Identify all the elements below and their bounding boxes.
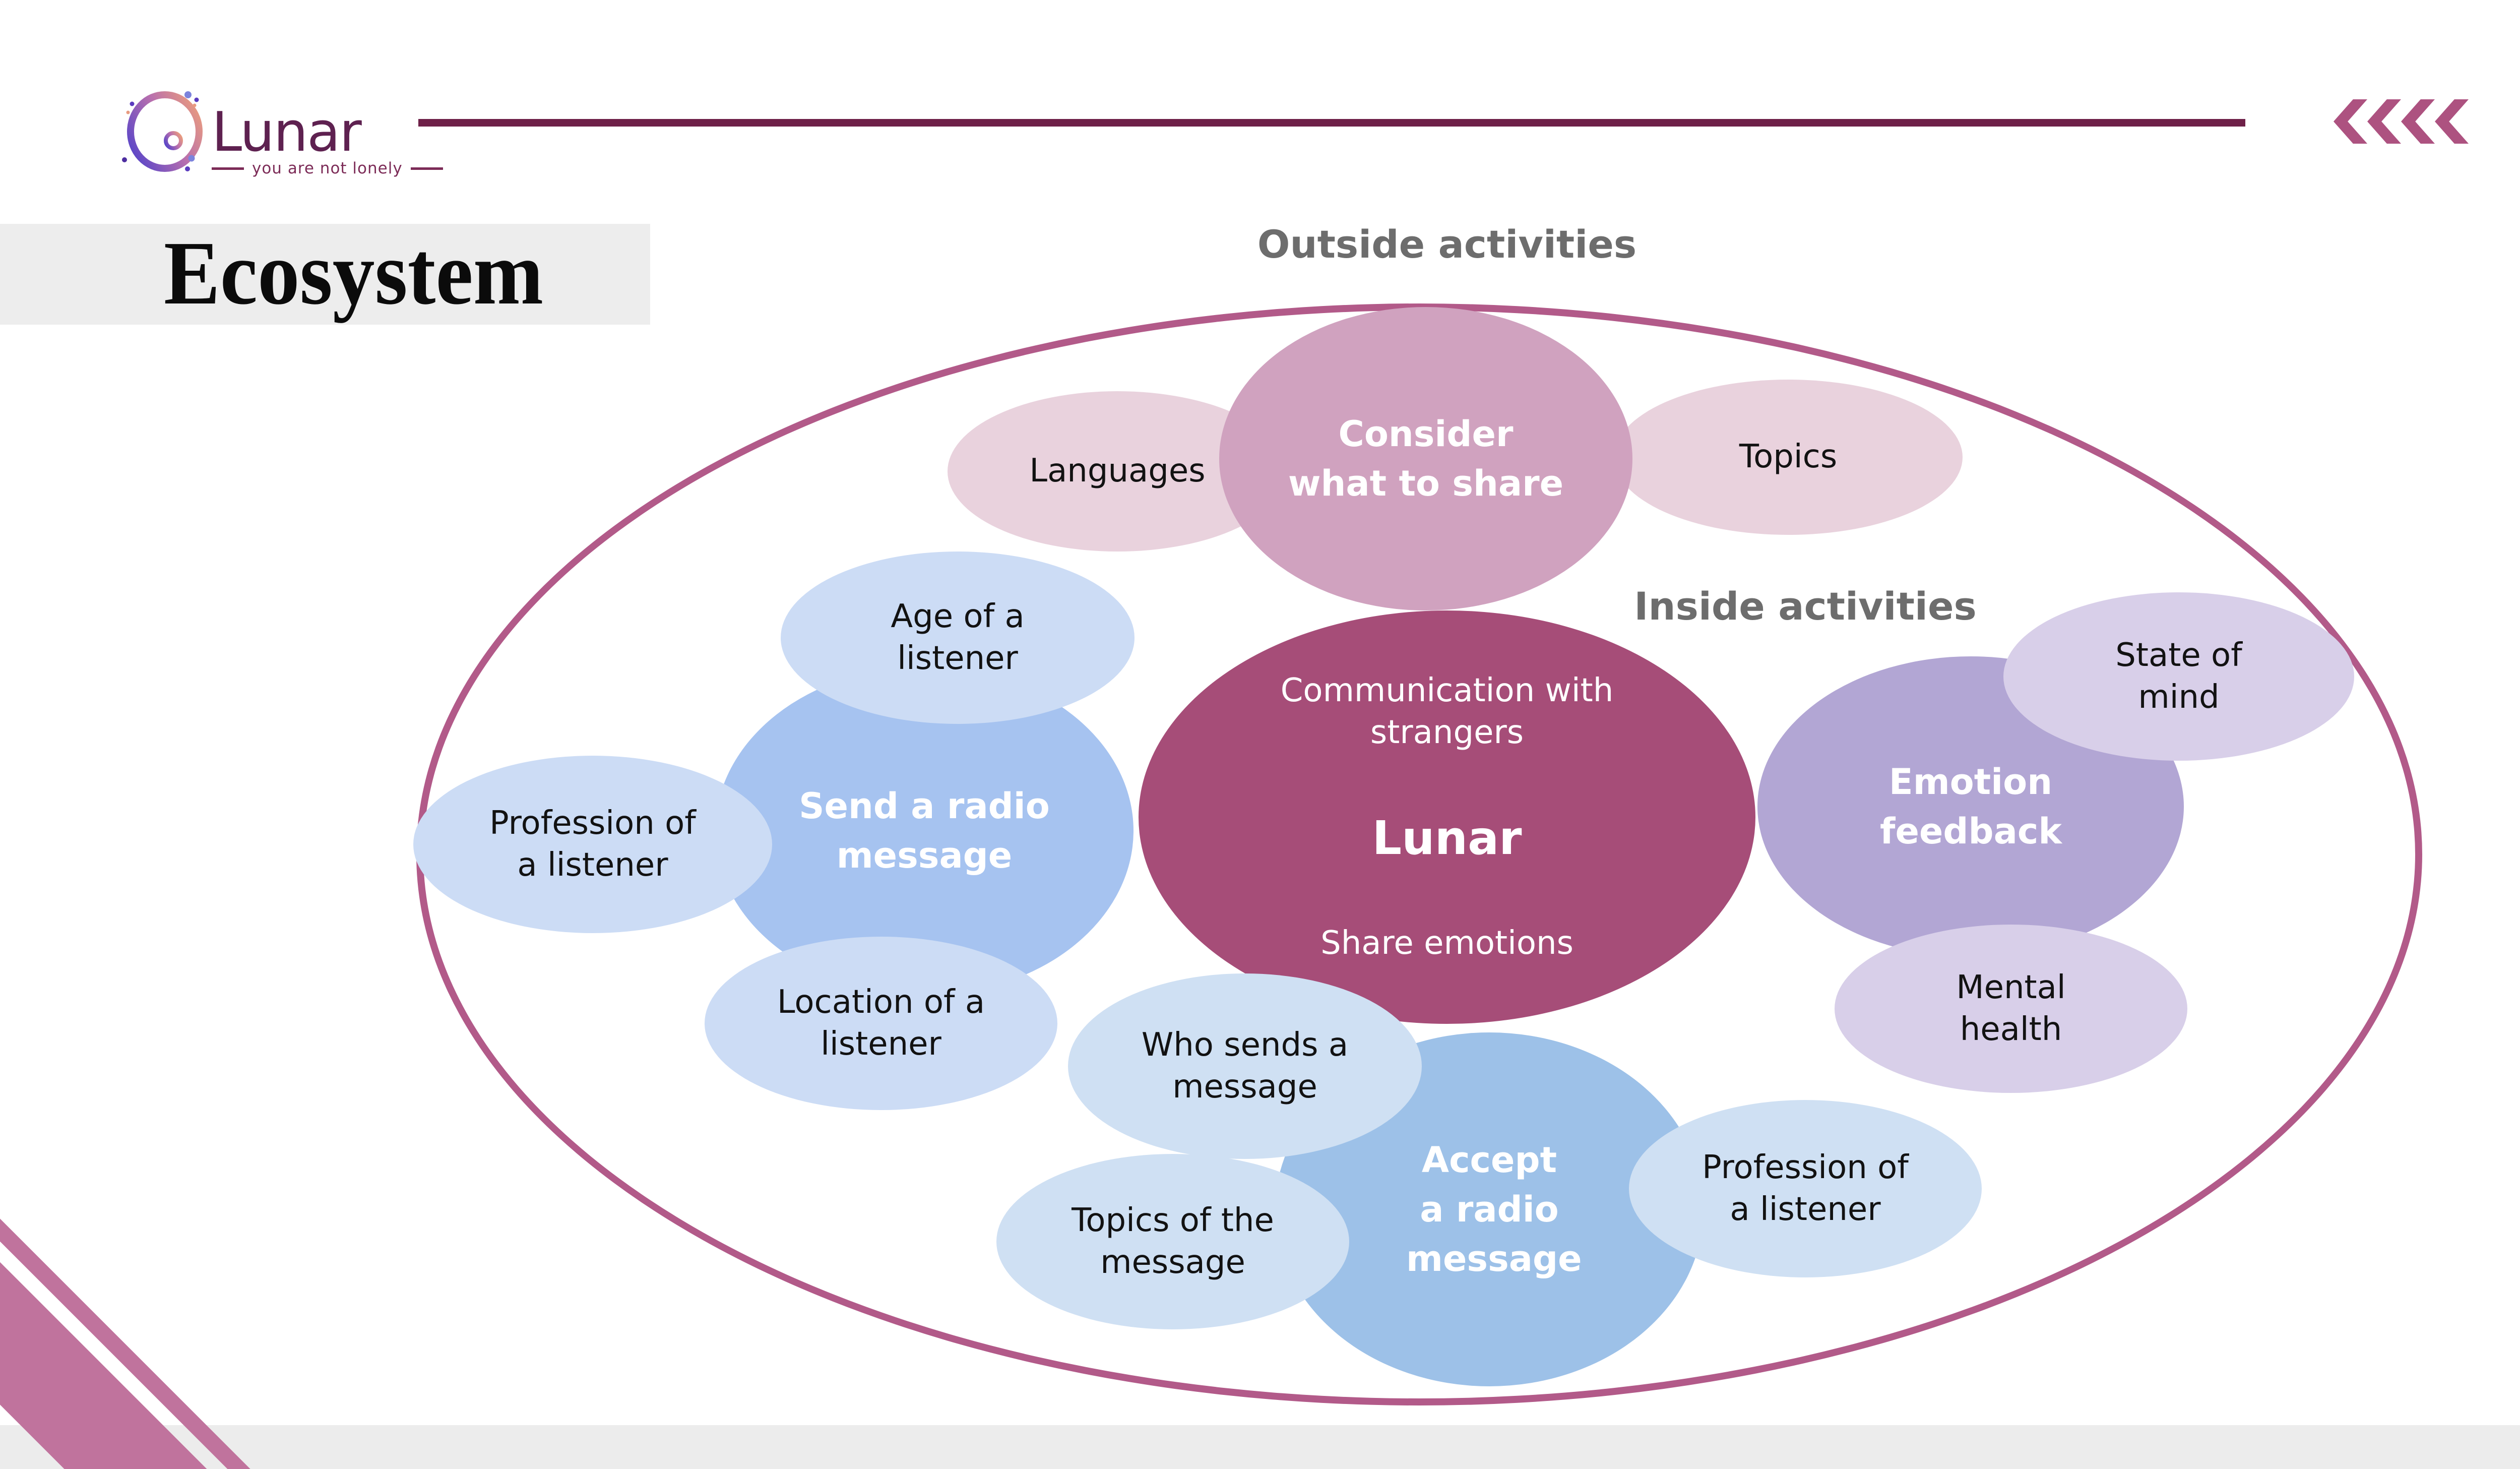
chevron-left-icon	[2401, 99, 2435, 144]
brand-name: Lunar	[212, 101, 362, 164]
bubble-label: Languages	[1029, 452, 1206, 490]
bubble-label: Age of a listener	[891, 597, 1025, 677]
chevron-left-icon	[2435, 99, 2469, 144]
tagline-dash	[212, 167, 244, 170]
bubble-label: Who sends a message	[1141, 1026, 1349, 1106]
page-title: Ecosystem	[164, 223, 544, 323]
brand-tagline: you are not lonely	[212, 159, 443, 177]
bottom-bar	[0, 1425, 2520, 1469]
bubble-label: Topics	[1739, 438, 1838, 476]
bubble-label: Topics of the message	[1072, 1201, 1274, 1281]
chevrons-decoration	[2334, 99, 2469, 144]
bubble-profession-of-listener-right: Profession of a listener	[1629, 1100, 1982, 1277]
outside-activities-label: Outside activities	[1257, 222, 1637, 267]
bubble-consider-what-to-share: Consider what to share	[1219, 307, 1632, 610]
header-divider-line	[418, 119, 2245, 127]
center-top-label: Communication with strangers	[1280, 672, 1614, 752]
bubble-who-sends-message: Who sends a message	[1068, 973, 1422, 1159]
bubble-lunar-center: Communication with strangers Lunar Share…	[1139, 610, 1755, 1024]
bubble-age-of-listener: Age of a listener	[781, 552, 1135, 724]
bubble-label: Profession of a listener	[1702, 1148, 1909, 1228]
tagline-text: you are not lonely	[252, 159, 403, 177]
bubble-topics: Topics	[1614, 380, 1963, 535]
bubble-mental-health: Mental health	[1835, 925, 2187, 1093]
bubble-label: Emotion feedback	[1880, 761, 2062, 852]
title-banner: Ecosystem	[0, 224, 650, 325]
bubble-label: Consider what to share	[1288, 413, 1564, 504]
bubble-topics-of-message: Topics of the message	[996, 1154, 1349, 1329]
bubble-label: Profession of a listener	[489, 804, 696, 884]
chevron-left-icon	[2334, 99, 2367, 144]
bubble-state-of-mind: State of mind	[2003, 592, 2354, 761]
tagline-dash	[410, 167, 443, 170]
bubble-label: Accept a radio message	[1406, 1139, 1582, 1279]
bubble-profession-of-listener-left: Profession of a listener	[413, 756, 772, 933]
bubble-label: Location of a listener	[777, 983, 985, 1063]
lunar-logo-icon	[122, 91, 203, 172]
bubble-label: Mental health	[1956, 968, 2066, 1048]
bubble-label: State of mind	[2115, 636, 2242, 716]
bubble-location-of-listener: Location of a listener	[705, 937, 1057, 1110]
bubble-label: Send a radio message	[799, 785, 1050, 876]
chevron-left-icon	[2367, 99, 2401, 144]
center-bottom-label: Share emotions	[1320, 924, 1573, 962]
center-brand-label: Lunar	[1372, 811, 1522, 865]
